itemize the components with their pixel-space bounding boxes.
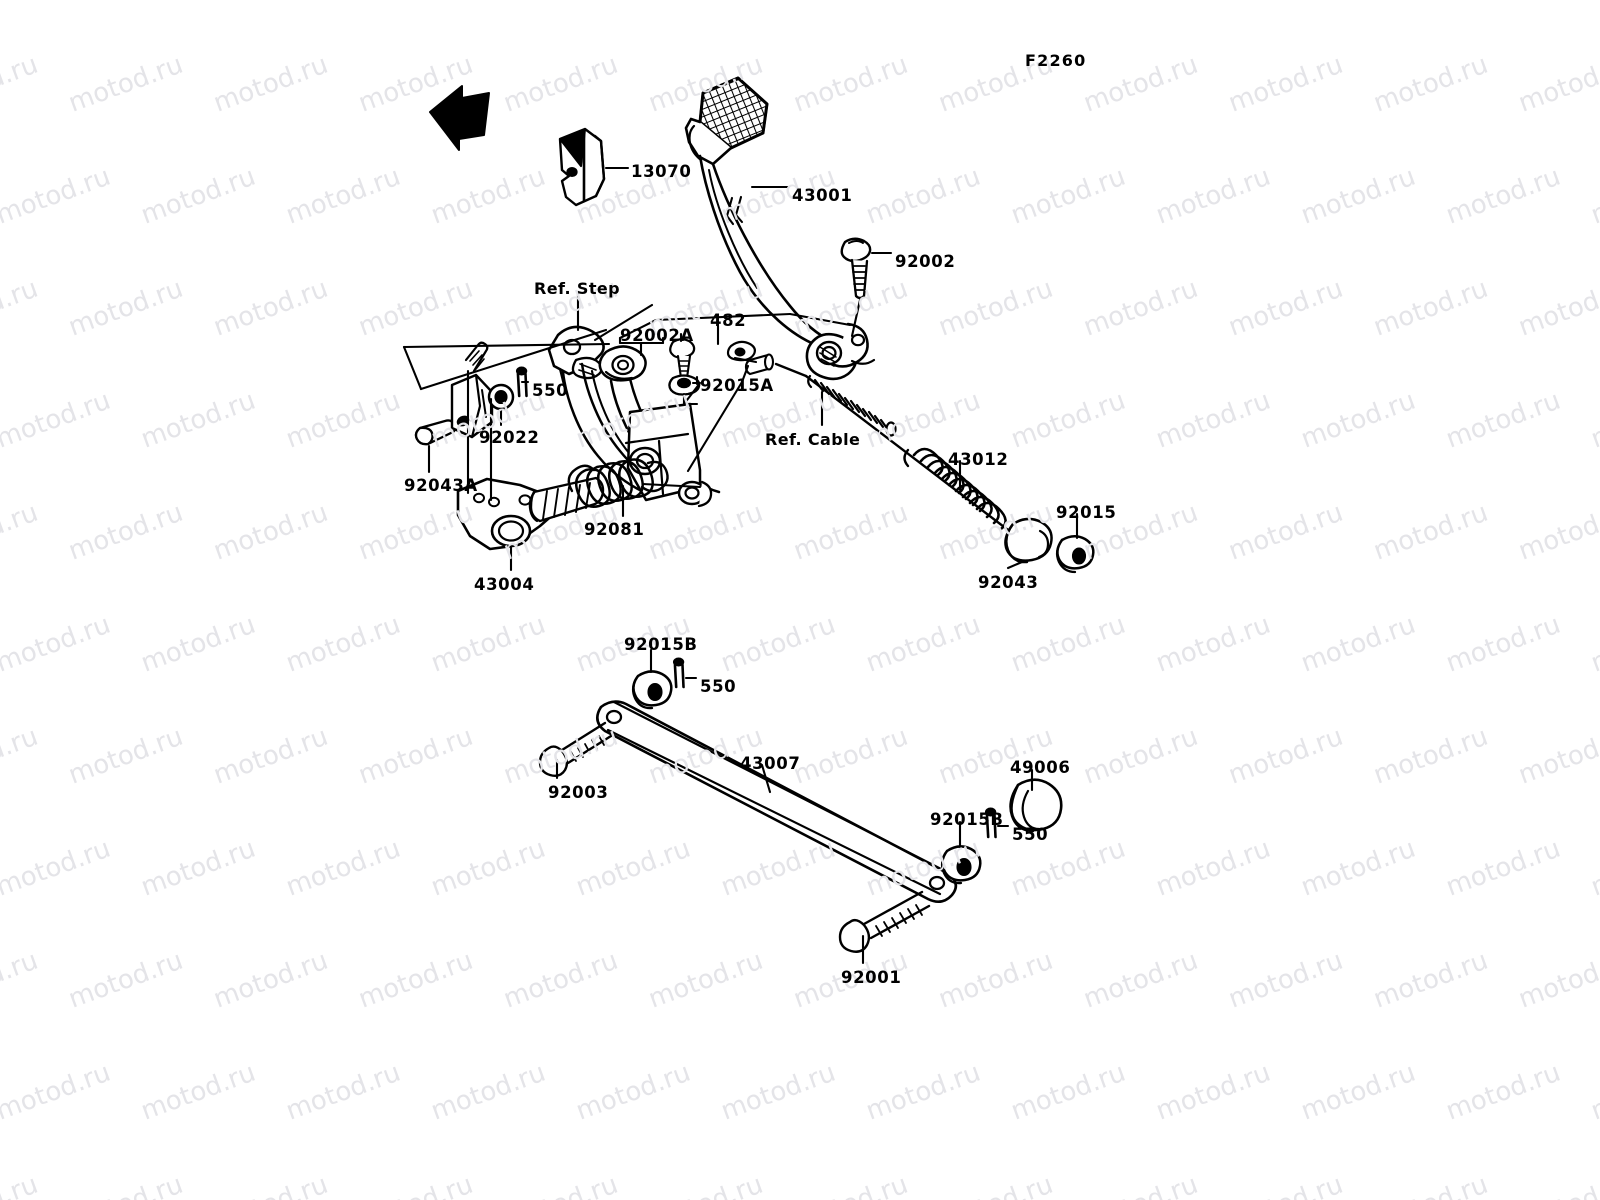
part-92015-nut — [1055, 535, 1095, 574]
front-direction-marker — [429, 85, 490, 151]
part-92015B-nut-top — [631, 670, 673, 710]
reference-label-ref-cable: Ref. Cable — [765, 430, 861, 449]
part-label-550a: 550 — [532, 381, 569, 400]
part-43004-lever — [456, 476, 605, 551]
part-482-washer — [726, 340, 756, 362]
part-label-92043A: 92043A — [404, 476, 478, 495]
part-13070-shape — [558, 127, 606, 207]
part-label-43001: 43001 — [792, 186, 853, 205]
part-43001-brake-pedal — [684, 76, 876, 381]
part-92015A-nut — [668, 374, 701, 396]
part-label-43012: 43012 — [948, 450, 1009, 469]
part-label-92015B-bot: 92015B — [930, 810, 1004, 829]
part-92003-bolt — [538, 721, 613, 778]
part-92002-bolt — [840, 237, 872, 300]
part-92001-bolt — [838, 890, 931, 953]
part-label-92002A: 92002A — [620, 326, 694, 345]
part-label-49006: 49006 — [1010, 758, 1071, 777]
part-label-92043: 92043 — [978, 573, 1039, 592]
part-43012-spring — [912, 447, 1007, 531]
part-label-550b: 550 — [700, 677, 737, 696]
reference-label-ref-step: Ref. Step — [534, 279, 620, 298]
part-92022-collar — [450, 341, 515, 439]
part-label-550c: 550 — [1012, 825, 1049, 844]
part-92015B-nut-bottom — [940, 845, 982, 885]
part-label-482: 482 — [710, 311, 747, 330]
part-92081-spring — [567, 458, 669, 508]
part-label-92002: 92002 — [895, 252, 956, 271]
part-label-92015: 92015 — [1056, 503, 1117, 522]
pedal-linkage-arms — [561, 345, 721, 508]
part-label-43007: 43007 — [740, 754, 801, 773]
part-92043-barrel — [1004, 517, 1053, 564]
part-label-92003: 92003 — [548, 783, 609, 802]
part-label-92001: 92001 — [841, 968, 902, 987]
part-49006-cap — [1009, 778, 1063, 833]
part-label-13070: 13070 — [631, 162, 692, 181]
part-label-92015B-top: 92015B — [624, 635, 698, 654]
part-label-92015A: 92015A — [700, 376, 774, 395]
leader-lines — [402, 166, 1079, 965]
diagram-code: F2260 — [1025, 51, 1087, 70]
part-label-92081: 92081 — [584, 520, 645, 539]
part-label-43004: 43004 — [474, 575, 535, 594]
part-label-92022: 92022 — [479, 428, 540, 447]
ref-cable-rod — [744, 353, 1014, 535]
ref-step-bracket — [547, 325, 605, 395]
